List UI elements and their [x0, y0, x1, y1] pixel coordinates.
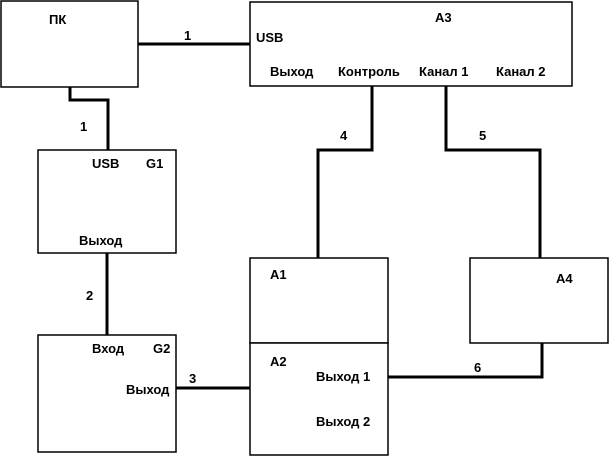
connection-label-g1-g2: 2: [86, 288, 93, 303]
g2-port-in: Вход: [92, 341, 125, 356]
wire-a3-a1: [316, 85, 374, 260]
wire-a2-a4: [386, 341, 544, 379]
connection-label-a3-a1: 4: [340, 128, 348, 143]
a2-port-out2: Выход 2: [316, 414, 370, 429]
a3-port-usb: USB: [256, 30, 283, 45]
g1-port-out: Выход: [79, 233, 123, 248]
block-a4: [469, 257, 609, 344]
a1-name: А1: [270, 267, 287, 282]
block-pc: [0, 0, 139, 88]
connection-label-a2-a4: 6: [474, 360, 481, 375]
a3-port-control: Контроль: [338, 64, 400, 79]
g2-name: G2: [153, 341, 170, 356]
a3-port-out: Выход: [270, 64, 314, 79]
a2-port-out1: Выход 1: [316, 369, 370, 384]
block-a2: [249, 342, 389, 456]
connection-label-a3-a4: 5: [479, 128, 486, 143]
connection-label-g2-a2: 3: [189, 371, 196, 386]
pc-name: ПК: [49, 12, 66, 27]
connection-label-pc-a3: 1: [184, 28, 191, 43]
g2-port-out: Выход: [126, 382, 170, 397]
a3-name: А3: [435, 10, 452, 25]
a3-port-ch2: Канал 2: [496, 64, 546, 79]
a2-name: А2: [270, 354, 287, 369]
wire-pc-g1: [68, 85, 110, 152]
wire-a3-a4: [444, 85, 542, 260]
block-g2: [37, 334, 177, 453]
g1-name: G1: [146, 156, 163, 171]
g1-port-usb: USB: [92, 156, 119, 171]
a3-port-ch1: Канал 1: [419, 64, 469, 79]
block-a3: [249, 1, 573, 87]
block-g1: [37, 149, 177, 254]
a4-name: А4: [556, 271, 573, 286]
connection-label-pc-g1: 1: [80, 119, 87, 134]
